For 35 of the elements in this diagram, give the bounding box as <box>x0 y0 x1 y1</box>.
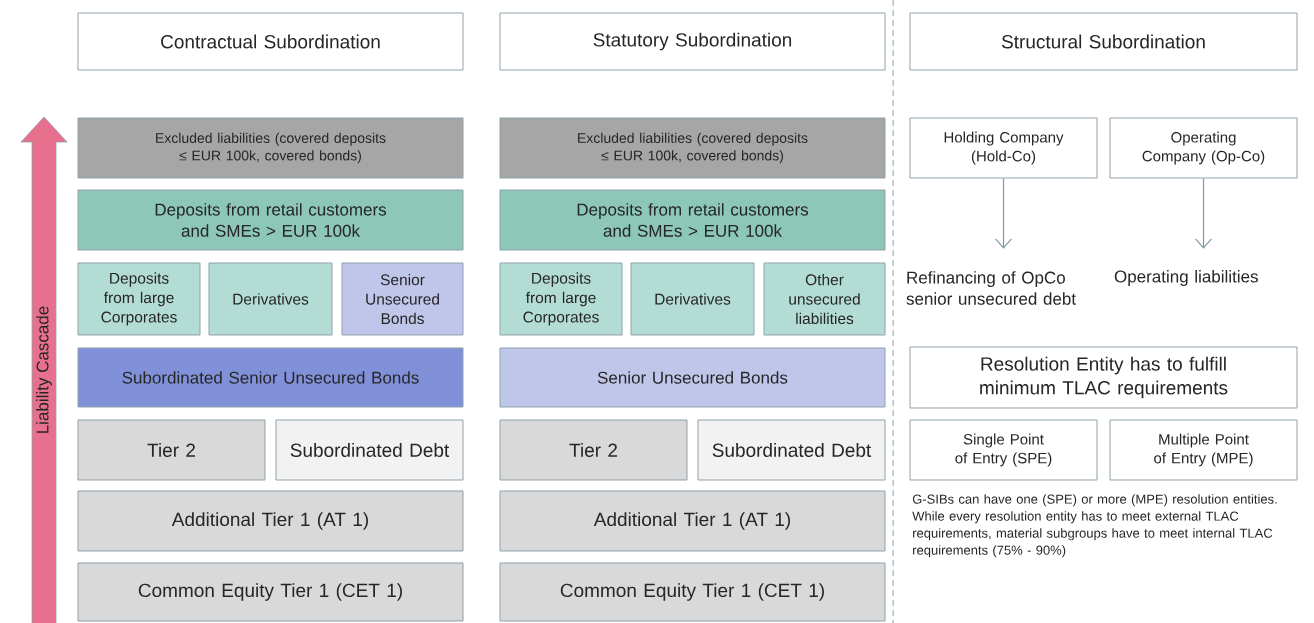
deposits-box: Deposits from retail customers and SMEs > EUR 100k <box>77 189 464 251</box>
liability-text: Refinancing of OpCo senior unsecured debt <box>906 271 1076 305</box>
liability-box: Senior Unsecured Bonds <box>341 262 464 336</box>
derivatives-box: Derivatives <box>208 262 333 336</box>
company-box: Holding Company (Hold-Co) <box>909 117 1098 179</box>
derivatives-box: Derivatives <box>630 262 755 336</box>
header-box: Structural Subordination <box>909 12 1298 71</box>
liability-text: Operating liabilities <box>1114 270 1258 286</box>
header-box: Contractual Subordination <box>77 12 464 71</box>
deposits-box: Deposits from large Corporates <box>499 262 623 336</box>
equity-box: Common Equity Tier 1 (CET 1) <box>77 562 464 622</box>
excluded-liabilities-box: Excluded liabilities (covered deposits ≤ EUR 100k, covered bonds) <box>77 117 464 179</box>
deposits-box: Deposits from large Corporates <box>77 262 201 336</box>
deposits-box: Deposits from retail customers and SMEs > EUR 100k <box>499 189 886 251</box>
arrow <box>994 177 1013 249</box>
excluded-liabilities-box: Excluded liabilities (covered deposits ≤ EUR 100k, covered bonds) <box>499 117 886 179</box>
tier-box: Additional Tier 1 (AT 1) <box>499 490 886 552</box>
tier-box: Tier 2 <box>77 419 266 481</box>
tier-box: Additional Tier 1 (AT 1) <box>77 490 464 552</box>
company-box: Operating Company (Op-Co) <box>1109 117 1298 179</box>
bonds-box: Subordinated Senior Unsecured Bonds <box>77 347 464 408</box>
debt-box: Subordinated Debt <box>697 419 886 481</box>
axis-label: Liability Cascade <box>36 306 52 433</box>
equity-box: Common Equity Tier 1 (CET 1) <box>499 562 886 622</box>
liability-box: Other unsecured liabilities <box>763 262 886 336</box>
arrow <box>1194 177 1213 249</box>
header-box: Statutory Subordination <box>499 12 886 71</box>
note-text: While every resolution entity has to meet external TLAC requirements, material subgroups have to meet internal TLAC requirements (75% - 90%) <box>912 511 1273 558</box>
debt-box: Subordinated Debt <box>275 419 464 481</box>
note-text: G-SIBs can have one (SPE) or more (MPE) resolution entities. <box>912 494 1277 507</box>
entry-point-box: Multiple Point of Entry (MPE) <box>1109 419 1298 481</box>
tier-box: Tier 2 <box>499 419 688 481</box>
bonds-box: Senior Unsecured Bonds <box>499 347 886 408</box>
requirement-box: Resolution Entity has to fulfill minimum TLAC requirements <box>909 346 1298 409</box>
entry-point-box: Single Point of Entry (SPE) <box>909 419 1098 481</box>
